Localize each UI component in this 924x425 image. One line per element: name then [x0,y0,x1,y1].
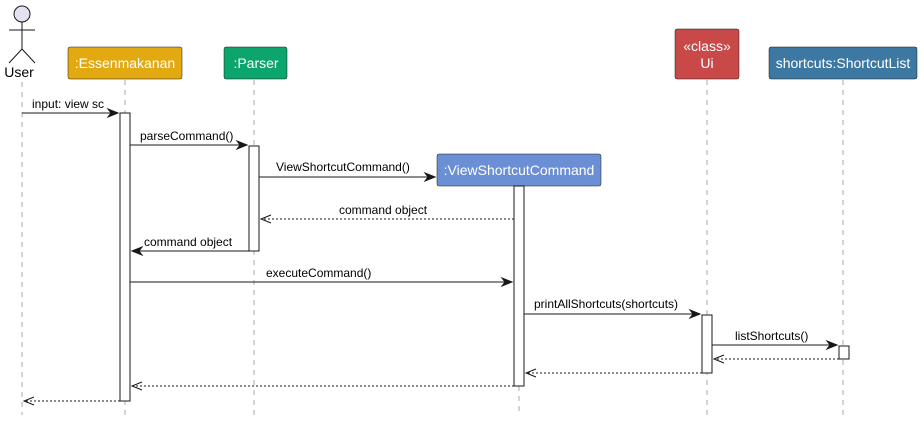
message-input-view-sc: input: view sc [22,97,120,119]
participant-essenmakanan: :Essenmakanan [67,46,183,80]
open-arrowhead-icon [130,381,143,391]
participant-viewshortcutcommand-label: :ViewShortcutCommand [444,162,595,178]
participant-ui-label: Ui [700,55,713,71]
message-label: listShortcuts() [735,329,808,343]
activation-essenmakanan [119,112,131,402]
participant-viewshortcutcommand: :ViewShortcutCommand [436,153,602,187]
activation-viewshortcutcommand [513,185,525,387]
message-label: command object [144,235,233,249]
message-create-viewshortcutcommand: ViewShortcutCommand() [259,160,437,183]
message-label: input: view sc [32,97,104,111]
open-arrowhead-icon [259,214,272,224]
open-arrowhead-icon [712,354,725,364]
actor-user-label: User [4,64,34,80]
participant-shortcutlist-label: shortcuts:ShortcutList [776,55,911,71]
arrowhead-icon [235,139,249,151]
participant-shortcutlist: shortcuts:ShortcutList [768,46,918,80]
actor-user: User [4,5,36,80]
participant-ui-stereotype: «class» [683,38,731,54]
open-arrowhead-icon [22,396,35,406]
activation-parser [248,145,260,252]
arrowhead-icon [423,171,437,183]
arrowhead-icon [500,276,514,288]
arrowhead-icon [106,107,120,119]
message-return-essen-user [22,396,120,406]
message-execute-command: executeCommand() [130,266,514,288]
activation-shortcutlist [838,345,850,360]
message-return-command-object-parser: command object [259,203,514,224]
participant-parser-label: :Parser [233,55,278,71]
participant-essenmakanan-label: :Essenmakanan [75,55,175,71]
arrowhead-icon [688,308,702,320]
message-return-ui-vsc [524,368,702,378]
message-return-shortcutlist-ui [712,354,839,364]
arrowhead-icon [130,245,144,257]
stick-figure-icon [8,5,36,64]
message-parse-command: parseCommand() [130,129,249,151]
participant-parser-box [223,46,288,80]
arrowhead-icon [825,339,839,351]
message-return-command-object-essen: command object [130,235,249,257]
message-label: ViewShortcutCommand() [276,160,410,174]
participant-ui-box [674,28,740,80]
open-arrowhead-icon [524,368,537,378]
message-print-all-shortcuts: printAllShortcuts(shortcuts) [524,297,702,320]
activation-ui [701,314,713,374]
participant-ui: «class» Ui [674,28,740,80]
participant-essenmakanan-box [67,46,183,80]
message-list-shortcuts: listShortcuts() [712,329,839,351]
message-label: executeCommand() [266,266,371,280]
participant-shortcutlist-box [768,46,918,80]
message-label: parseCommand() [140,129,233,143]
message-return-vsc-essen [130,381,514,391]
message-label: printAllShortcuts(shortcuts) [534,297,678,311]
message-label: command object [339,203,428,217]
participant-parser: :Parser [223,46,288,80]
